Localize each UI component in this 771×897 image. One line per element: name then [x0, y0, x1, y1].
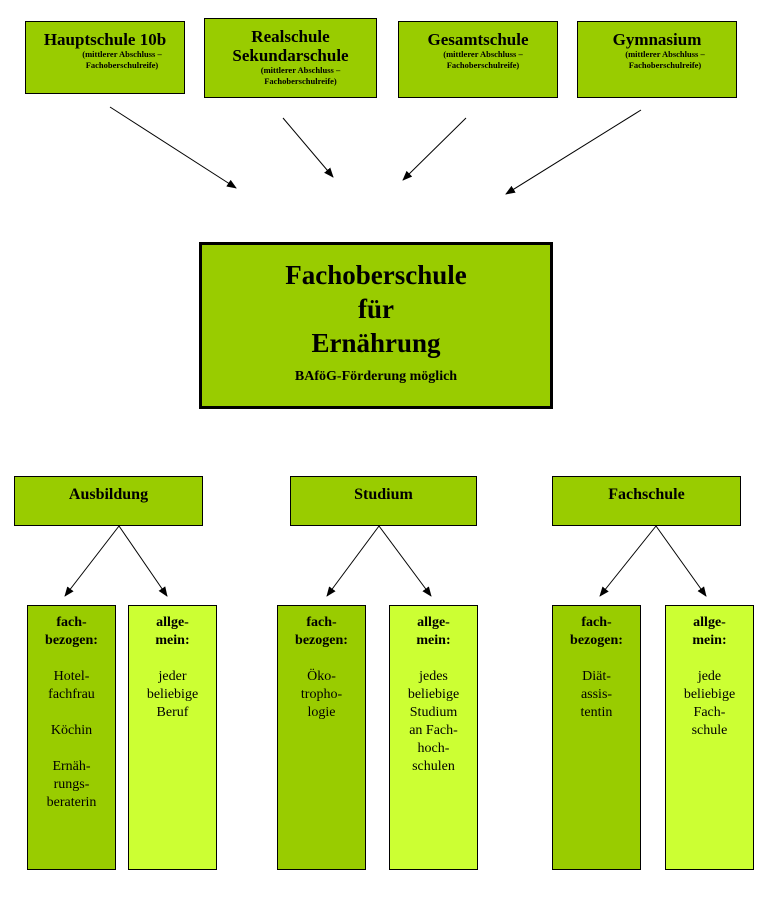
source-title: Gesamtschule [427, 30, 529, 49]
leaf-studium-fachbezogen: fach- bezogen: Öko- tropho- logie [277, 605, 366, 870]
leaf-head: allge- [417, 615, 450, 630]
leaf-line: fachfrau [48, 687, 95, 702]
leaf-line: Ernäh- [52, 759, 91, 774]
arrow-gesamtschule [402, 117, 467, 181]
leaf-head: mein: [692, 633, 727, 648]
branch-fachschule: Fachschule [552, 476, 741, 526]
leaf-fachschule-allgemein: allge- mein: jede beliebige Fach- schule [665, 605, 754, 870]
leaf-line: Hotel- [53, 669, 90, 684]
leaf-line: Fach- [693, 705, 726, 720]
source-note: Fachoberschulreife) [628, 60, 702, 70]
arrow-studium-fach [326, 525, 380, 597]
leaf-head: fach- [56, 615, 87, 630]
leaf-line: beliebige [683, 687, 736, 702]
source-note: (mittlerer Abschluss – [443, 49, 523, 59]
source-title: Sekundarschule [232, 46, 349, 65]
center-note: BAföG-Förderung möglich [294, 369, 458, 384]
branch-studium: Studium [290, 476, 477, 526]
leaf-line: Diät- [582, 669, 611, 684]
leaf-ausbildung-allgemein: allge- mein: jeder beliebige Beruf [128, 605, 217, 870]
leaf-line: Köchin [50, 723, 93, 738]
arrow-realschule [282, 117, 334, 178]
source-note: Fachoberschulreife) [264, 76, 337, 86]
source-note: (mittlerer Abschluss – [82, 49, 162, 59]
source-note: Fachoberschulreife) [446, 60, 520, 70]
leaf-line: assis- [580, 687, 613, 702]
leaf-line: an Fach- [409, 723, 458, 738]
leaf-head: fach- [306, 615, 337, 630]
branch-label: Fachschule [608, 486, 685, 503]
leaf-line: jede [697, 669, 722, 684]
leaf-line: jeder [158, 669, 187, 684]
leaf-studium-allgemein: allge- mein: jedes beliebige Studium an … [389, 605, 478, 870]
branch-label: Ausbildung [68, 486, 149, 503]
leaf-head: allge- [693, 615, 726, 630]
source-title: Gymnasium [612, 30, 702, 49]
source-note: (mittlerer Abschluss – [625, 49, 705, 59]
center-title: für [358, 294, 394, 324]
source-title: Hauptschule 10b [43, 30, 167, 49]
branch-label: Studium [354, 486, 413, 503]
center-title: Fachoberschule [285, 260, 467, 290]
arrow-ausbildung-fach [64, 525, 120, 597]
leaf-head: mein: [155, 633, 190, 648]
leaf-line: schule [691, 723, 728, 738]
leaf-line: rungs- [53, 777, 90, 792]
leaf-head: fach- [581, 615, 612, 630]
leaf-line: tropho- [300, 687, 343, 702]
leaf-head: bezogen: [45, 633, 98, 648]
arrow-ausbildung-allg [118, 525, 168, 597]
leaf-line: beliebige [146, 687, 199, 702]
leaf-head: bezogen: [295, 633, 348, 648]
arrow-gymnasium [505, 109, 642, 195]
source-gymnasium: Gymnasium (mittlerer Abschluss – Fachobe… [577, 21, 737, 98]
center-title: Ernährung [311, 328, 441, 358]
leaf-line: logie [307, 705, 336, 720]
leaf-line: Beruf [156, 705, 189, 720]
leaf-fachschule-fachbezogen: fach- bezogen: Diät- assis- tentin [552, 605, 641, 870]
source-realschule: Realschule Sekundarschule (mittlerer Abs… [204, 18, 377, 98]
leaf-line: Öko- [307, 669, 336, 684]
leaf-line: hoch- [417, 741, 450, 756]
center-box: Fachoberschule für Ernährung BAföG-Förde… [199, 242, 553, 409]
leaf-line: schulen [412, 759, 455, 774]
source-hauptschule: Hauptschule 10b (mittlerer Abschluss – F… [25, 21, 185, 94]
arrow-fachschule-allg [655, 525, 707, 597]
leaf-line: beliebige [407, 687, 460, 702]
leaf-ausbildung-fachbezogen: fach- bezogen: Hotel- fachfrau Köchin Er… [27, 605, 116, 870]
leaf-line: tentin [580, 705, 613, 720]
leaf-head: mein: [416, 633, 451, 648]
source-gesamtschule: Gesamtschule (mittlerer Abschluss – Fach… [398, 21, 558, 98]
leaf-head: allge- [156, 615, 189, 630]
leaf-line: jedes [419, 669, 448, 684]
source-note: (mittlerer Abschluss – [260, 65, 341, 75]
arrow-fachschule-fach [599, 525, 657, 597]
leaf-line: beraterin [46, 795, 97, 810]
arrow-hauptschule [109, 106, 237, 189]
leaf-head: bezogen: [570, 633, 623, 648]
arrow-studium-allg [378, 525, 432, 597]
branch-ausbildung: Ausbildung [14, 476, 203, 526]
source-title: Realschule [251, 27, 330, 46]
source-note: Fachoberschulreife) [85, 60, 159, 70]
leaf-line: Studium [409, 705, 458, 720]
